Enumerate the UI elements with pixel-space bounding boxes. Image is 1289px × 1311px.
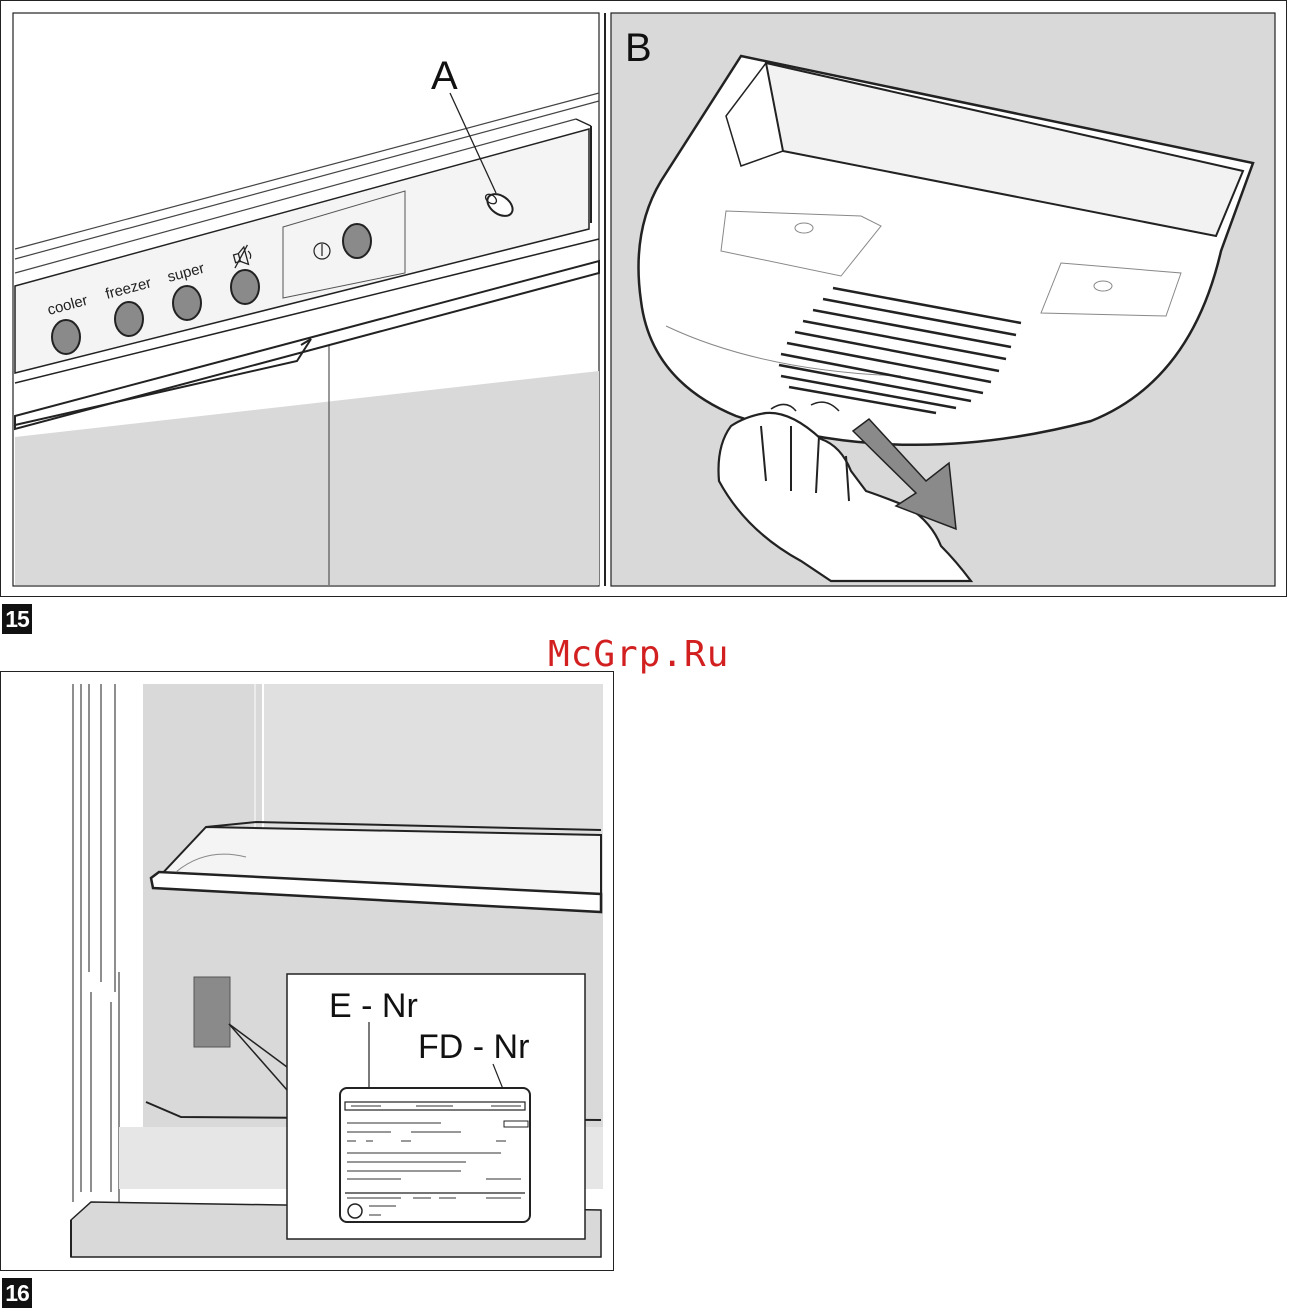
alarm-off-button[interactable] [231, 270, 259, 304]
figure-16-illustration: E - Nr FD - Nr [1, 672, 615, 1272]
figure-15-number: 15 [2, 604, 32, 634]
figure-16-panel: E - Nr FD - Nr [0, 671, 614, 1271]
panel-b-label: B [625, 26, 652, 70]
cooler-button[interactable] [52, 320, 80, 354]
rating-plate-location [194, 977, 230, 1047]
figure-15-panel: cooler freezer super [0, 0, 1287, 597]
super-button[interactable] [173, 286, 201, 320]
freezer-button[interactable] [115, 302, 143, 336]
control-panel-view: cooler freezer super [13, 13, 599, 586]
e-nr-label: E - Nr [329, 987, 418, 1025]
light-cover-view: B [611, 13, 1275, 586]
callout-a-label: A [431, 54, 458, 98]
figure-16-number: 16 [2, 1278, 32, 1308]
door-frame [73, 684, 119, 1202]
watermark: McGrp.Ru [548, 634, 729, 675]
rating-plate-inset: E - Nr FD - Nr [287, 974, 585, 1239]
power-button[interactable] [343, 224, 371, 258]
fd-nr-label: FD - Nr [418, 1028, 529, 1066]
figure-15-illustration: cooler freezer super [1, 1, 1288, 598]
rating-plate [340, 1088, 530, 1222]
